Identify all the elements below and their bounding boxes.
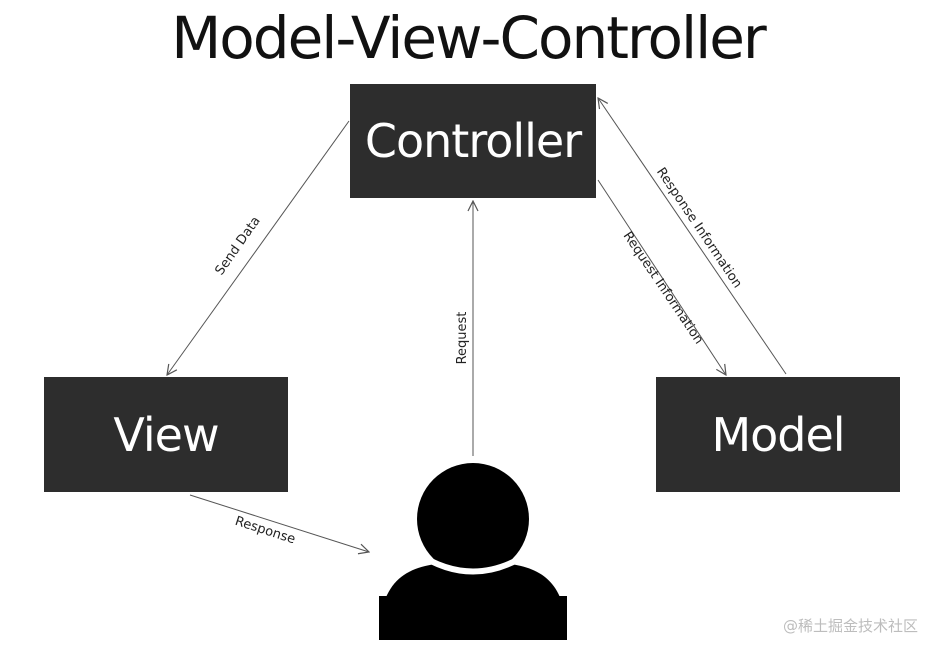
- response-information-arrow: [598, 98, 787, 375]
- controller-node: Controller: [350, 84, 596, 198]
- model-node: Model: [656, 377, 900, 492]
- controller-label: Controller: [364, 114, 582, 168]
- request-information-arrow: [597, 179, 726, 375]
- watermark: @稀土掘金技术社区: [782, 617, 918, 635]
- send-data-arrow: [167, 120, 350, 375]
- model-label: Model: [711, 407, 845, 462]
- view-label: View: [113, 407, 219, 462]
- response-information-label: Response Information: [653, 165, 745, 291]
- diagram-title: Model-View-Controller: [171, 4, 767, 72]
- user-icon: [379, 463, 567, 640]
- send-data-label: Send Data: [213, 214, 264, 278]
- view-node: View: [44, 377, 288, 492]
- response-arrow: [189, 494, 369, 552]
- request-label: Request: [455, 312, 470, 365]
- request-information-label: Request Information: [620, 229, 706, 347]
